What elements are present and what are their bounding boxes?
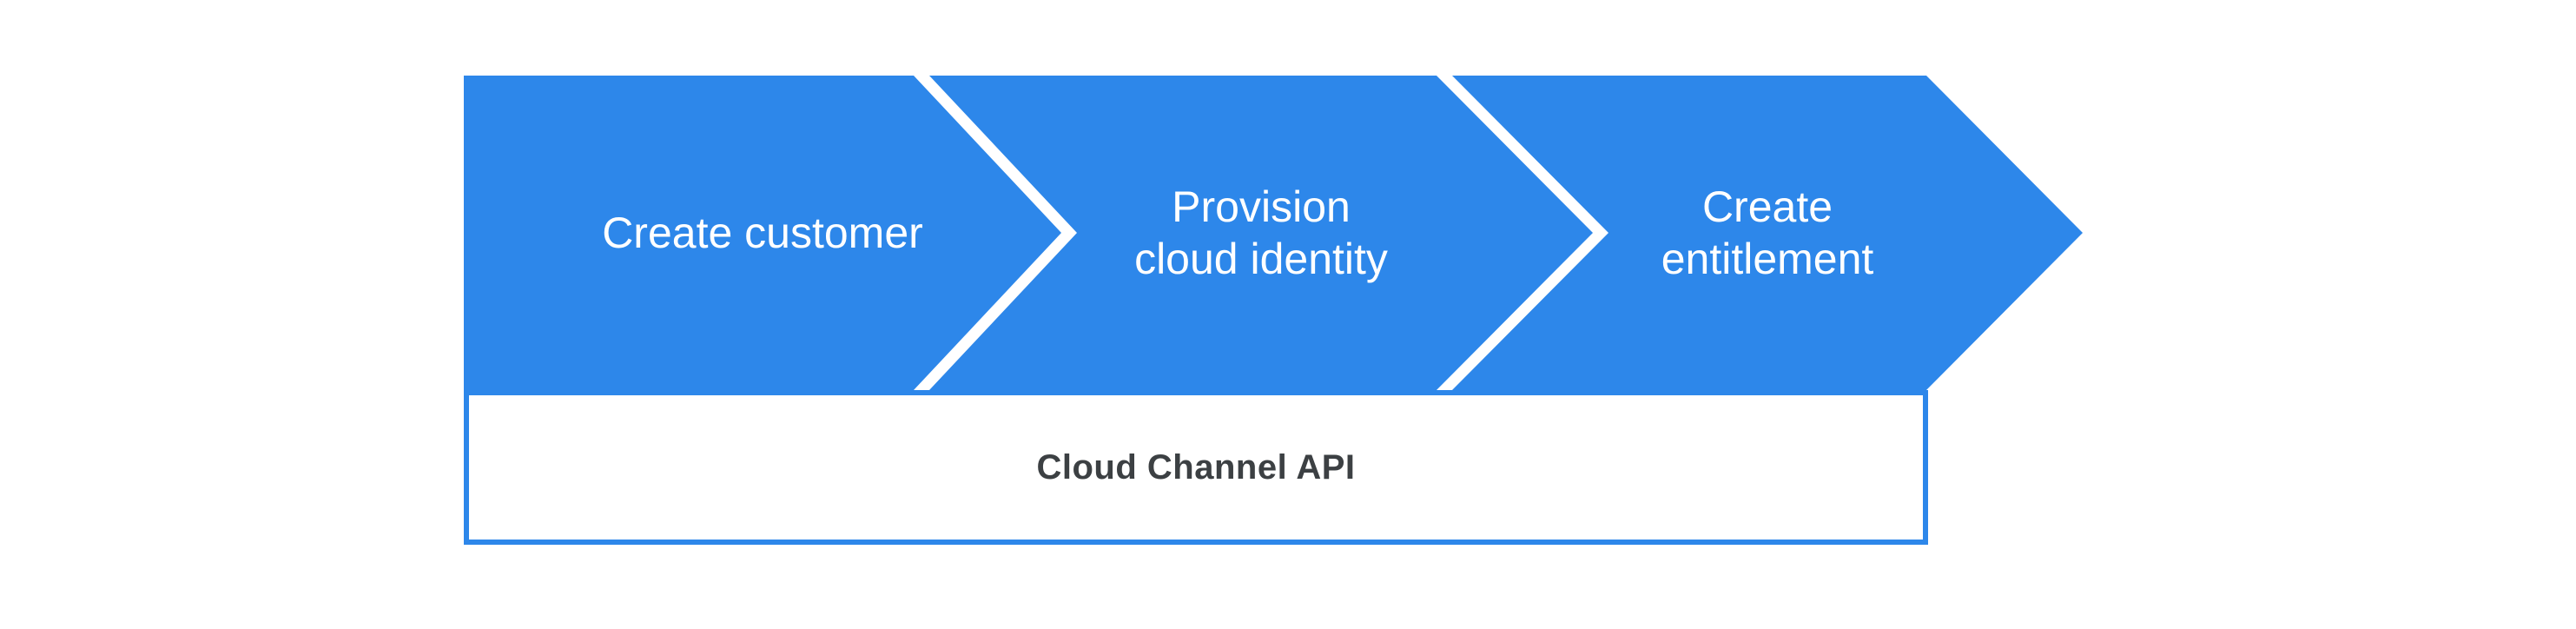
step-label-line: Create customer bbox=[602, 209, 923, 257]
chevron-flow: Create customer Provision cloud identity… bbox=[464, 76, 2083, 390]
step-label-create-entitlement: Create entitlement bbox=[1452, 76, 2083, 390]
cloud-channel-api-label: Cloud Channel API bbox=[1036, 447, 1356, 487]
step-label-line: entitlement bbox=[1661, 235, 1874, 283]
step-label-line: cloud identity bbox=[1134, 235, 1388, 283]
step-label-line: Provision bbox=[1172, 182, 1351, 231]
step-label-line: Create bbox=[1701, 182, 1833, 231]
cloud-channel-api-bar: Cloud Channel API bbox=[464, 390, 1928, 545]
step-label-provision-cloud-identity: Provision cloud identity bbox=[929, 76, 1593, 390]
step-label-create-customer: Create customer bbox=[464, 76, 1061, 390]
step-shape-create-customer bbox=[464, 76, 1061, 390]
